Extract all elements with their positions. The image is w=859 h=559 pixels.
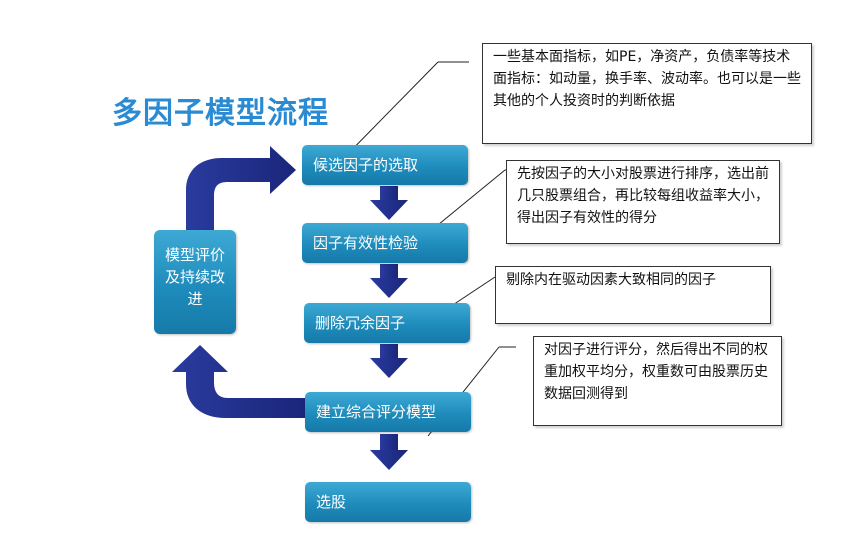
down-arrow-3 bbox=[370, 344, 408, 378]
feedback-arrow-upper bbox=[186, 146, 296, 230]
step-build-scoring-model: 建立综合评分模型 bbox=[305, 392, 471, 432]
step-candidate-factor-selection: 候选因子的选取 bbox=[302, 145, 468, 185]
step-stock-selection: 选股 bbox=[305, 482, 471, 522]
step-remove-redundant-factors: 删除冗余因子 bbox=[304, 303, 470, 343]
note-scoring-model: 对因子进行评分，然后得出不同的权重加权平均分，权重数可由股票历史数据回测得到 bbox=[533, 336, 782, 426]
page-title: 多因子模型流程 bbox=[112, 96, 329, 131]
note-candidate-factors: 一些基本面指标，如PE，净资产，负债率等技术面指标：如动量，换手率、波动率。也可… bbox=[482, 43, 812, 144]
down-arrow-1 bbox=[370, 186, 408, 220]
note-validity-test: 先按因子的大小对股票进行排序，选出前几只股票组合，再比较每组收益率大小，得出因子… bbox=[506, 160, 780, 244]
feedback-arrow-lower bbox=[172, 345, 305, 418]
model-evaluation-box: 模型评价及持续改进 bbox=[154, 230, 236, 334]
down-arrow-4 bbox=[370, 434, 408, 470]
down-arrow-2 bbox=[370, 264, 408, 298]
note-redundant-factors: 剔除内在驱动因素大致相同的因子 bbox=[495, 266, 771, 324]
step-factor-validity-test: 因子有效性检验 bbox=[302, 223, 468, 263]
